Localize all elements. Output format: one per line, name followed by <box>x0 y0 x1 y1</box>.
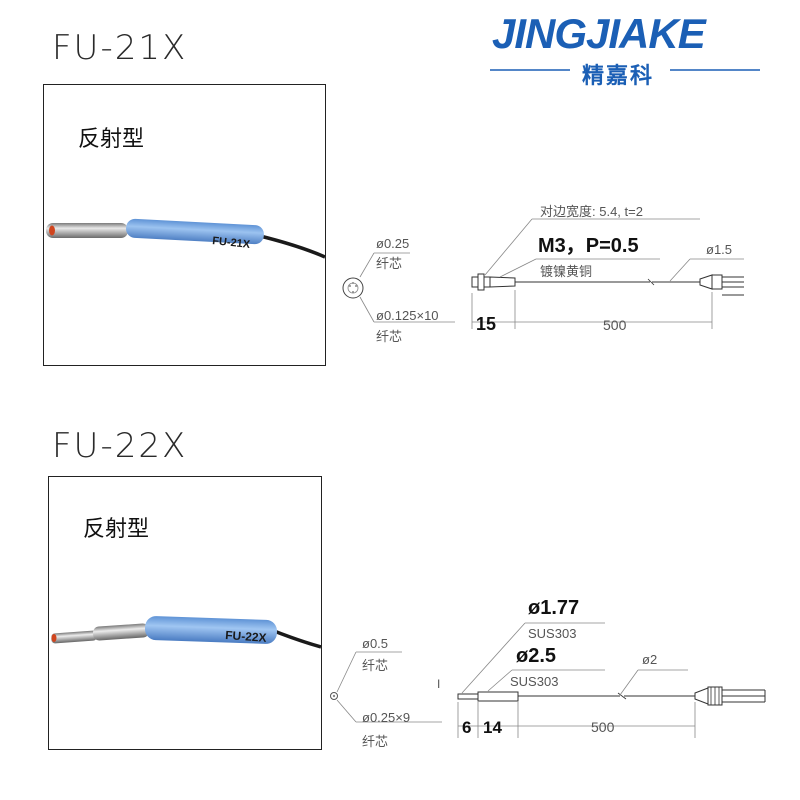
core-label: 纤芯 <box>376 329 402 344</box>
dimension-drawing-fu22x: I ø0.5 纤芯 ø0.25×9 纤芯 ø1.77 SUS303 ø2.5 S… <box>330 597 766 749</box>
sleeve-label: FU-21X <box>212 235 252 251</box>
logo-underline <box>490 69 760 71</box>
end-view-circle <box>342 277 364 299</box>
sensor-photo-fu21x: FU-21X <box>46 218 325 259</box>
body-material-label: SUS303 <box>510 674 558 689</box>
probe-fu21x <box>471 273 744 296</box>
strand-spec-label: ø0.125×10 <box>376 308 439 323</box>
core-label: 纤芯 <box>376 256 402 271</box>
model-title-fu22x: FU-22X <box>52 426 188 466</box>
hex-width-label: 对边宽度: 5.4, t=2 <box>540 204 643 219</box>
type-label: 反射型 <box>78 127 145 152</box>
end-view-circle <box>330 692 338 700</box>
sleeve-label: FU-22X <box>225 628 267 645</box>
photo-fu21x: 反射型 FU-21X <box>43 84 326 366</box>
strand-spec-label: ø0.25×9 <box>362 710 410 725</box>
cable-diameter-label: ø1.5 <box>706 242 732 257</box>
cable-length-label: 500 <box>591 719 615 735</box>
logo-wordmark: JINGJIAKE <box>492 10 706 57</box>
tip-diameter-label: ø1.77 <box>528 597 579 619</box>
dimension-drawing-fu21x: ø0.25 纤芯 ø0.125×10 纤芯 对边宽度: 5.4, t=2 M3，… <box>342 204 744 344</box>
logo-cn-name: 精嘉科 <box>582 64 655 89</box>
body-length-label: 14 <box>483 718 502 737</box>
core-label: 纤芯 <box>362 734 388 749</box>
thread-spec-label: M3，P=0.5 <box>538 235 639 257</box>
type-label: 反射型 <box>83 517 150 542</box>
model-title-fu21x: FU-21X <box>52 28 188 68</box>
sensor-photo-fu22x: FU-22X <box>50 616 321 649</box>
core-diameter-label: ø0.5 <box>362 636 388 651</box>
tip-length-label: 6 <box>462 718 471 737</box>
body-diameter-label: ø2.5 <box>516 645 556 667</box>
material-label: 镀镍黄铜 <box>540 264 592 279</box>
core-diameter-label: ø0.25 <box>376 236 409 251</box>
probe-fu22x <box>457 686 766 706</box>
core-label: 纤芯 <box>362 658 388 673</box>
stray-mark: I <box>437 677 440 691</box>
head-length-label: 15 <box>476 314 496 334</box>
cable-length-label: 500 <box>603 317 627 333</box>
tip-material-label: SUS303 <box>528 626 576 641</box>
photo-fu22x: 反射型 FU-22X <box>48 476 322 750</box>
cable-diameter-label: ø2 <box>642 652 657 667</box>
